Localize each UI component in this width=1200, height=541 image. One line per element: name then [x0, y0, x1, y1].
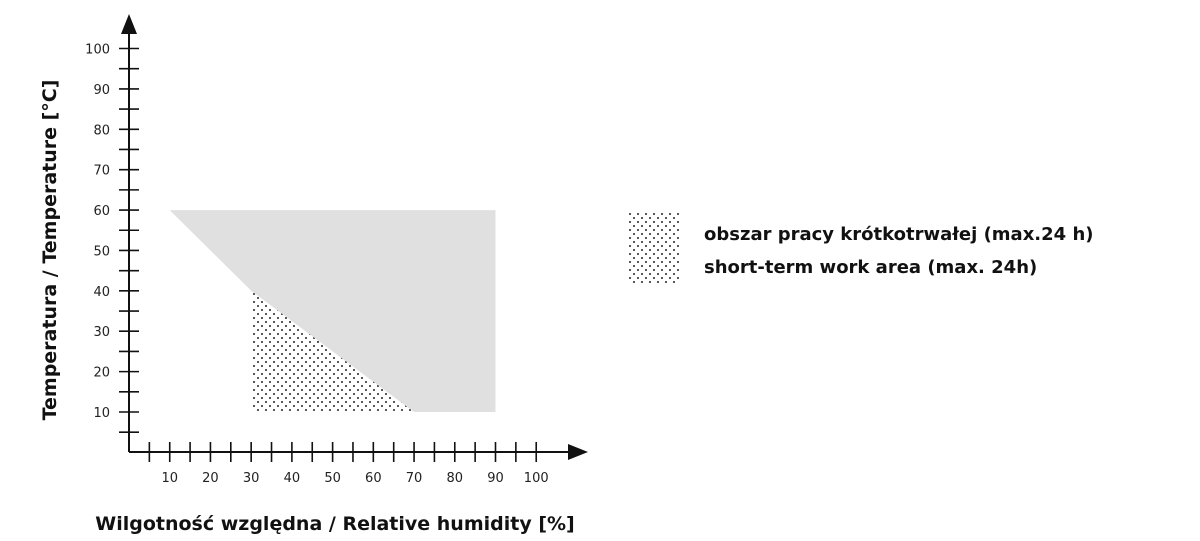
y-tick-label: 80	[93, 123, 110, 138]
legend-swatch	[628, 213, 680, 283]
y-tick-label: 70	[93, 164, 110, 179]
x-tick-label: 80	[447, 471, 464, 486]
x-tick-label: 70	[406, 471, 423, 486]
y-tick-label: 60	[93, 204, 110, 219]
legend-line-2: short-term work area (max. 24h)	[704, 257, 1037, 278]
regions-layer	[169, 210, 496, 412]
x-tick-label: 90	[487, 471, 504, 486]
x-tick-label: 60	[365, 471, 382, 486]
y-tick-label: 30	[93, 325, 110, 340]
x-tick-label: 30	[243, 471, 260, 486]
y-tick-label: 100	[85, 43, 110, 58]
axes-layer	[121, 14, 588, 460]
x-tick-label: 100	[524, 471, 549, 486]
legend: obszar pracy krótkotrwałej (max.24 h) sh…	[628, 213, 1094, 283]
y-axis-arrow	[121, 14, 137, 34]
x-tick-label: 10	[161, 471, 178, 486]
ticks-layer: 10 20 30 40 50 60 70 80 90 100 10 20 30 40 50 60 70 80 90 1…	[85, 43, 548, 486]
x-tick-label: 50	[324, 471, 341, 486]
x-tick-label: 20	[202, 471, 219, 486]
x-axis-arrow	[568, 444, 588, 460]
y-tick-label: 90	[93, 83, 110, 98]
y-tick-label: 20	[93, 366, 110, 381]
y-axis-title: Temperatura / Temperature [°C]	[39, 80, 61, 421]
legend-line-1: obszar pracy krótkotrwałej (max.24 h)	[704, 224, 1094, 245]
y-tick-label: 50	[93, 244, 110, 259]
y-tick-label: 10	[93, 406, 110, 421]
x-axis-title: Wilgotność względna / Relative humidity …	[95, 513, 575, 535]
short-term-area-region	[251, 290, 415, 412]
x-tick-label: 40	[284, 471, 301, 486]
operating-area-region	[169, 210, 496, 412]
y-tick-label: 40	[93, 285, 110, 300]
